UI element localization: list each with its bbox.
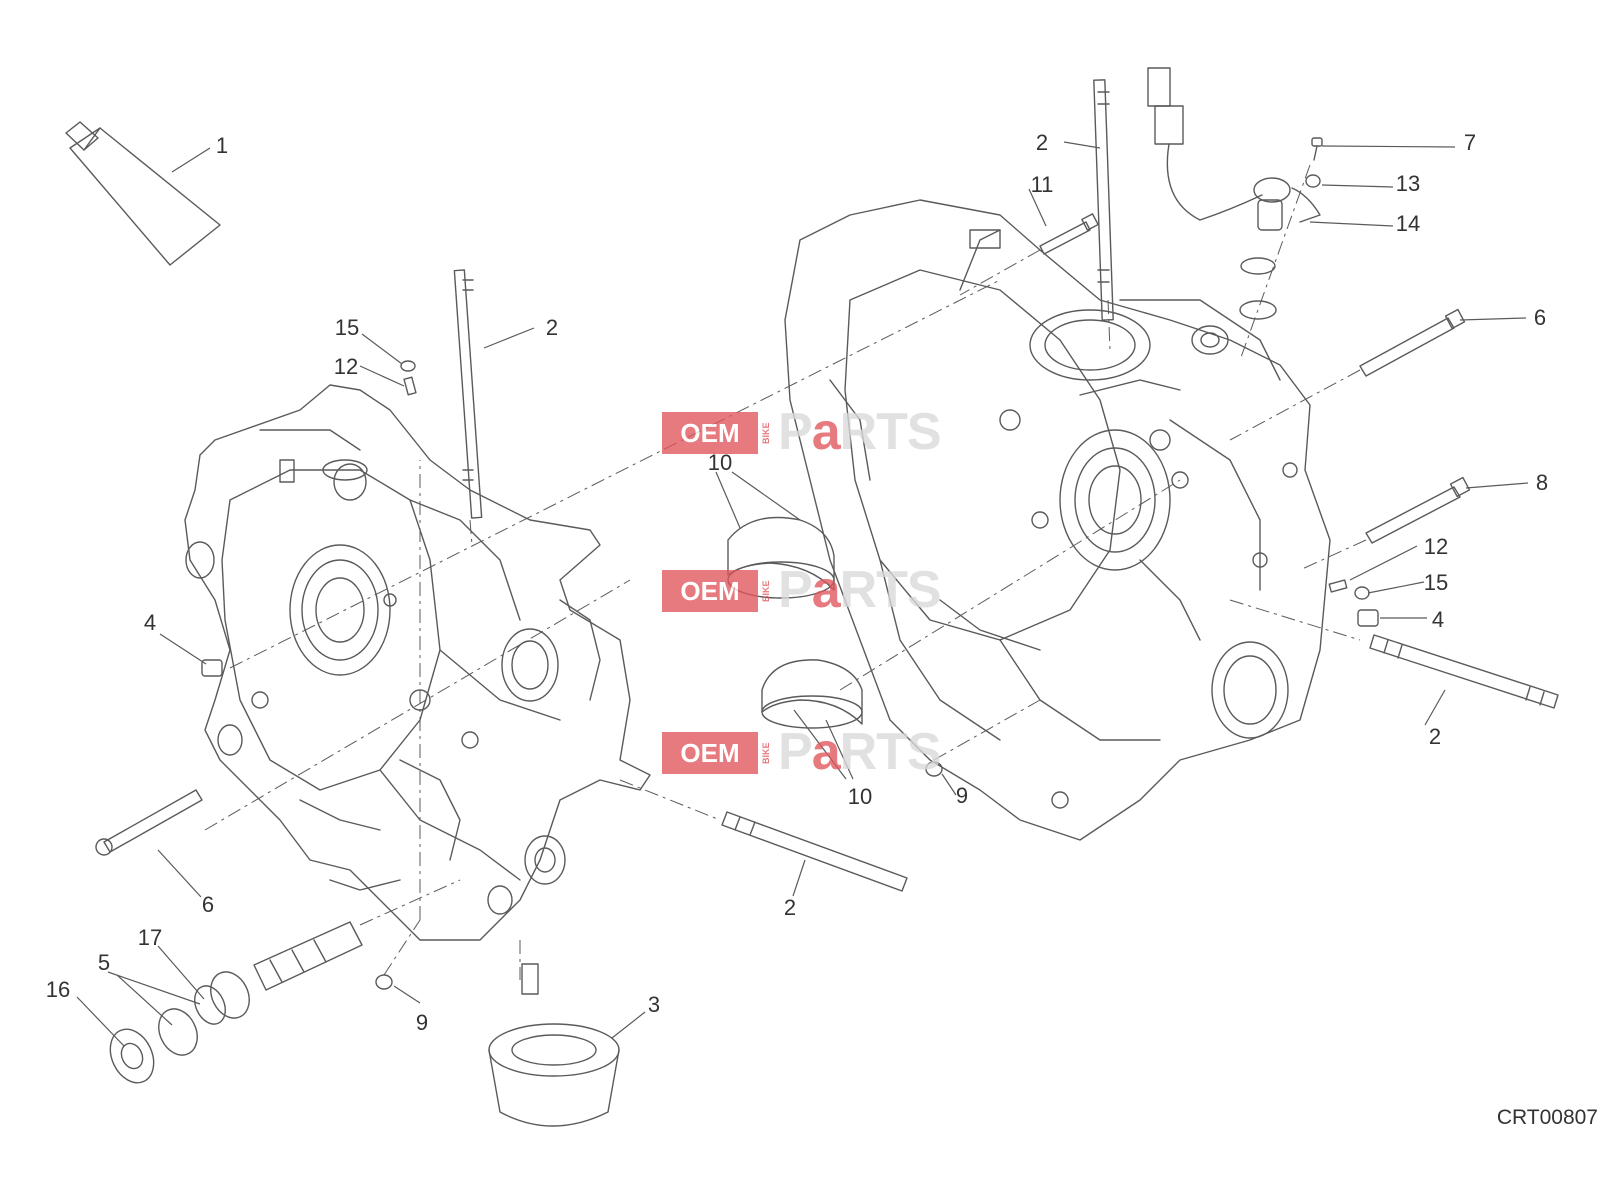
callout-14: 14 [1396, 211, 1420, 236]
callout-4-right: 4 [1432, 607, 1444, 632]
watermark-brand: OEM [662, 732, 758, 774]
watermark-brand: OEM [662, 412, 758, 454]
screw-7 [1311, 137, 1323, 161]
washer-15-left [400, 360, 416, 372]
assembly-axes [204, 164, 1367, 980]
watermark-brand: OEM [662, 570, 758, 612]
callout-15-left: 15 [335, 315, 359, 340]
stud-right-lower [1369, 634, 1559, 709]
pin-12-left [403, 376, 417, 396]
callout-9-left: 9 [416, 1010, 428, 1035]
callout-15-right: 15 [1424, 570, 1448, 595]
sensor-assembly [1147, 67, 1321, 320]
callout-6-right: 6 [1534, 305, 1546, 330]
callout-12-right: 12 [1424, 534, 1448, 559]
drain-plug-16 [109, 1028, 155, 1084]
dowel-right [1357, 609, 1379, 627]
sealant-tube [65, 121, 221, 266]
callout-4-left: 4 [144, 610, 156, 635]
oring-9-left [375, 974, 393, 990]
watermark-parts: PaRTS [778, 403, 942, 461]
oring-5 [158, 1008, 198, 1056]
watermark-small: BIKE [761, 580, 771, 602]
bolt-right-8 [1365, 476, 1471, 544]
bolt-right-6 [1359, 308, 1466, 377]
pin-12-right [1328, 579, 1348, 593]
callout-2-left-lower: 2 [784, 895, 796, 920]
watermark-small: BIKE [761, 742, 771, 764]
watermark-parts: PaRTS [778, 561, 942, 619]
stud-left-upper [453, 269, 483, 519]
bearing-shell-lower [761, 659, 863, 729]
callout-10-lower: 10 [848, 784, 872, 809]
bolt-left-6 [95, 789, 203, 856]
diagram-reference-code: CRT00807 [1496, 1106, 1598, 1129]
washer-15-right [1354, 586, 1370, 600]
stud-left-lower [721, 811, 908, 892]
callout-5: 5 [98, 950, 110, 975]
callout-7: 7 [1464, 130, 1476, 155]
callout-2-right-lower: 2 [1429, 724, 1441, 749]
callout-8: 8 [1536, 470, 1548, 495]
bolt-11 [1039, 213, 1099, 255]
washer-13 [1305, 174, 1321, 188]
oil-filter [488, 963, 620, 1127]
callout-2-left-upper: 2 [546, 315, 558, 340]
oil-strainer [194, 921, 363, 1025]
callout-11: 11 [1031, 172, 1054, 197]
dowel-left [201, 659, 223, 677]
oring-9-right [925, 761, 943, 777]
callout-2-right-upper: 2 [1036, 130, 1048, 155]
callout-6-left: 6 [202, 892, 214, 917]
callout-13: 13 [1396, 171, 1420, 196]
watermark-small: BIKE [761, 422, 771, 444]
left-crankcase-half [184, 384, 651, 941]
callout-12-left: 12 [334, 354, 358, 379]
callout-1: 1 [216, 133, 228, 158]
callout-9-right: 9 [956, 783, 968, 808]
watermark-parts: PaRTS [778, 723, 942, 781]
stud-right-upper [1093, 79, 1114, 321]
callout-3: 3 [648, 992, 660, 1017]
right-crankcase-half [784, 199, 1331, 841]
callout-17: 17 [138, 925, 162, 950]
watermark-1: OEM BIKE PaRTS [662, 403, 962, 461]
callout-numbers: 1 2 2 2 2 2 3 4 4 5 6 6 7 8 9 9 9 10 10 … [46, 130, 1548, 1035]
callout-16: 16 [46, 977, 70, 1002]
callout-10-upper: 10 [708, 450, 732, 475]
watermark-2: OEM BIKE PaRTS [662, 561, 962, 619]
watermark-3: OEM BIKE PaRTS [662, 723, 962, 781]
callout-leaders [76, 141, 1529, 1047]
